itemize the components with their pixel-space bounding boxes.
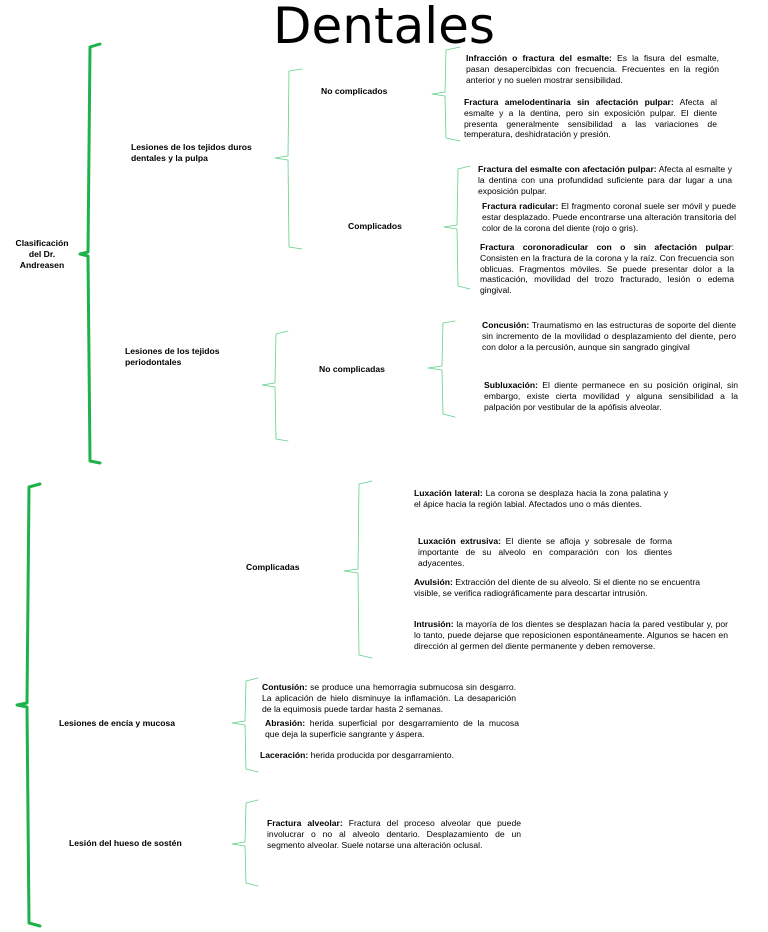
item-amelodentinaria: Fractura amelodentinaria sin afectación … [464, 97, 718, 140]
item-luxacion-lateral: Luxación lateral: La corona se desplaza … [414, 488, 668, 509]
node-hueso-sosten: Lesión del hueso de sostén [69, 838, 182, 848]
brace-segunda-parte [15, 482, 42, 928]
item-concusion: Concusión: Traumatismo en las estructura… [482, 320, 736, 352]
item-esmalte-pulpar: Fractura del esmalte con afectación pulp… [478, 164, 732, 196]
node-encia-mucosa: Lesiones de encía y mucosa [59, 718, 176, 728]
item-abrasion: Abrasión: herida superficial por desgarr… [265, 718, 519, 739]
node-no-complicadas: No complicadas [319, 364, 385, 374]
node-complicados: Complicados [348, 221, 402, 231]
node-complicadas: Complicadas [246, 562, 300, 572]
node-tejidos-periodontales: Lesiones de los tejidos periodontales [125, 346, 220, 367]
item-luxacion-extrusiva: Luxación extrusiva: El diente se afloja … [418, 536, 672, 568]
item-laceracion: Laceración: herida producida por desgarr… [260, 750, 454, 760]
page-title: Dentales [273, 0, 495, 55]
brace-duros [274, 68, 303, 250]
brace-no-complicadas [427, 320, 456, 418]
item-infraccion: Infracción o fractura del esmalte: Es la… [466, 53, 719, 85]
node-clasificacion: Clasificación del Dr. Andreasen [15, 238, 69, 270]
brace-complicadas [343, 480, 373, 659]
brace-no-complicados [431, 46, 461, 142]
item-subluxacion: Subluxación: El diente permanece en su p… [484, 380, 738, 412]
item-avulsion: Avulsión: Extracción del diente de su al… [414, 577, 700, 598]
node-no-complicados: No complicados [321, 86, 388, 96]
node-tejidos-duros: Lesiones de los tejidos duros dentales y… [131, 142, 252, 163]
item-intrusion: Intrusión: la mayoría de los dientes se … [414, 619, 728, 651]
brace-hueso [231, 799, 259, 887]
brace-complicados [443, 165, 471, 290]
brace-clasificacion [78, 42, 102, 465]
item-radicular: Fractura radicular: El fragmento coronal… [482, 201, 736, 233]
item-coronoradicular: Fractura coronoradicular con o sin afect… [480, 242, 734, 296]
brace-periodontales [261, 330, 289, 442]
brace-encia [231, 677, 259, 773]
item-fractura-alveolar: Fractura alveolar: Fractura del proceso … [267, 818, 522, 850]
item-contusion: Contusión: se produce una hemorragia sub… [262, 682, 516, 714]
